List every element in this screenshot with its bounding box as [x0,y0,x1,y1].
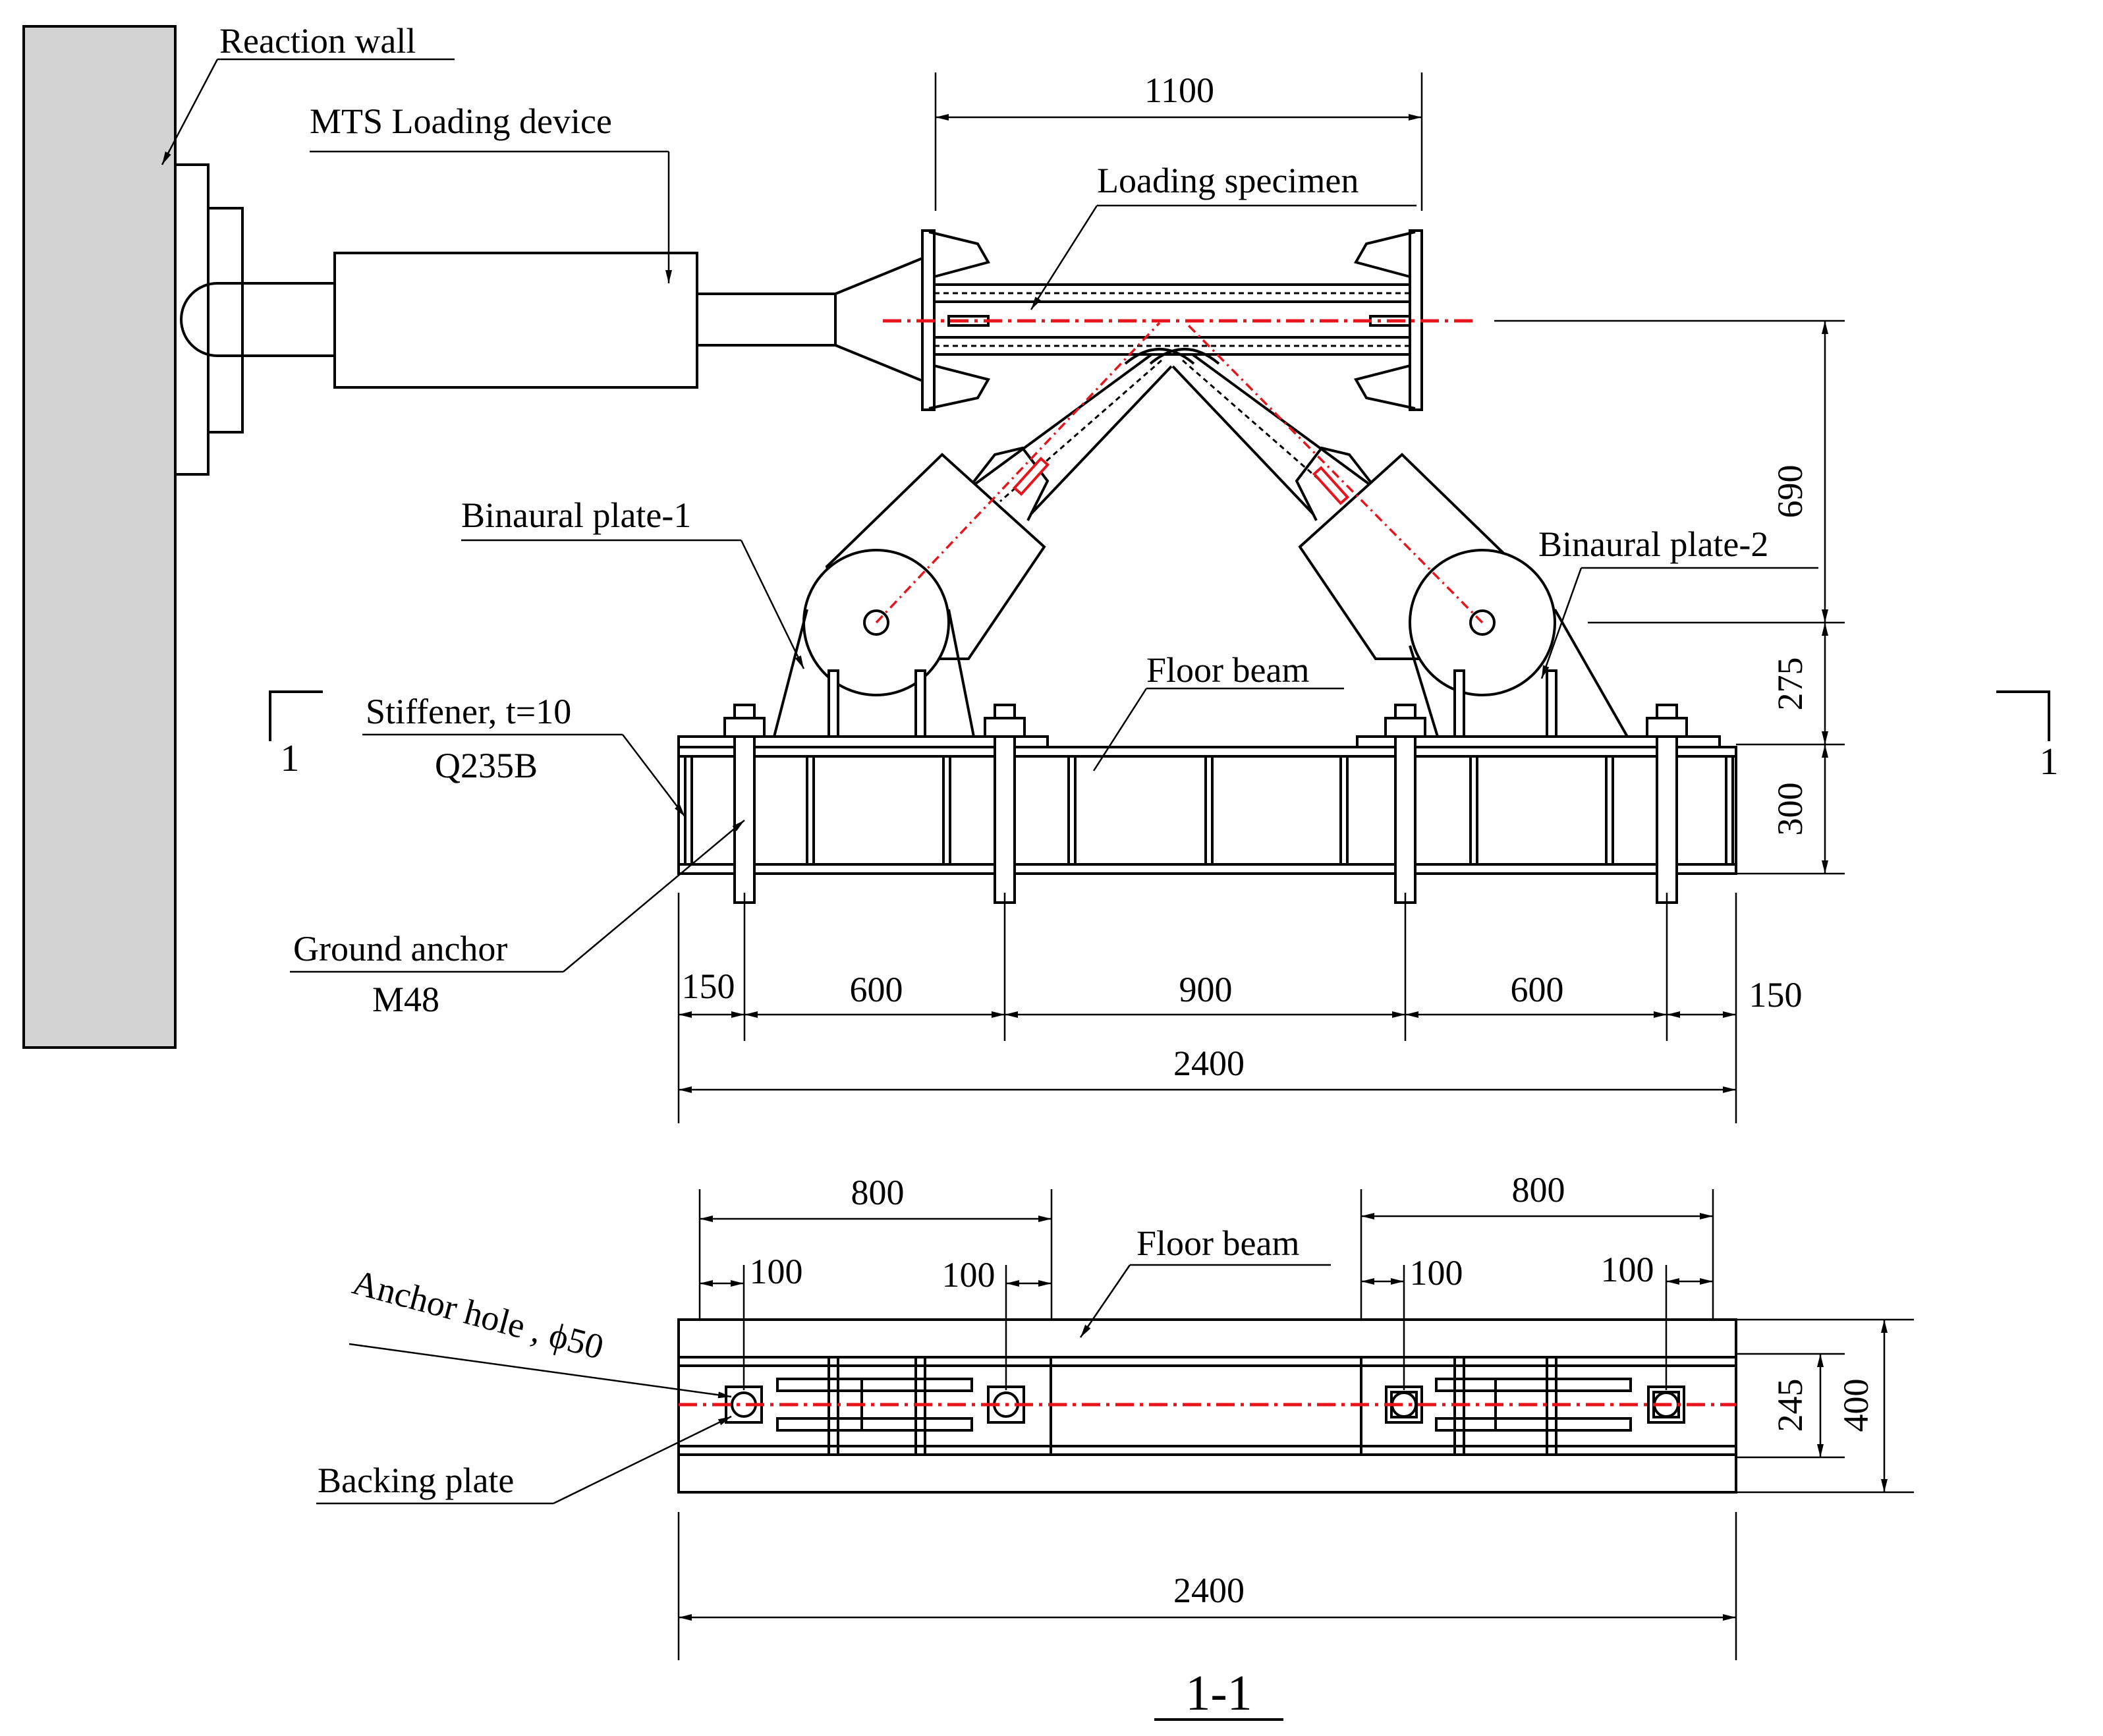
dim-plan-top: 800 800 100 100 100 100 [698,1170,1714,1390]
label-backing-plate: Backing plate [316,1415,732,1505]
dim-plan-side: 245 400 [1736,1318,1914,1494]
svg-text:690: 690 [1770,465,1810,518]
ground-anchors [723,704,1688,904]
svg-text:M48: M48 [372,980,439,1019]
section-title: 1-1 [1154,1666,1283,1721]
binaural-plate-2 [1185,322,1629,738]
label-specimen: Loading specimen [1030,161,1416,310]
svg-text:Floor beam: Floor beam [1136,1223,1299,1263]
svg-text:245: 245 [1770,1379,1810,1432]
svg-text:Q235B: Q235B [435,746,538,785]
binaural-plate-plan-right [1435,1357,1632,1455]
binaural-plate-1 [773,322,1161,738]
dim-elevation-spans: 150 600 900 600 150 2400 [677,893,1803,1123]
section-mark-left: 1 [269,690,323,779]
svg-text:Backing plate: Backing plate [318,1461,514,1500]
svg-text:100: 100 [1410,1253,1463,1293]
svg-text:Stiffener, t=10: Stiffener, t=10 [366,692,571,731]
svg-text:Reaction wall: Reaction wall [219,21,416,61]
dim-heights: 690 275 300 [1494,320,1845,875]
svg-text:150: 150 [1749,975,1803,1015]
label-stiffener: Stiffener, t=10 Q235B [362,692,686,818]
svg-text:900: 900 [1179,970,1233,1009]
svg-text:MTS Loading device: MTS Loading device [310,101,612,141]
svg-text:800: 800 [1512,1170,1565,1210]
brace-right [1149,348,1377,521]
stiffeners [684,755,1734,866]
svg-text:100: 100 [750,1252,803,1291]
label-binaural-1: Binaural plate-1 [461,495,805,669]
mts-loading-device [174,163,924,476]
section-mark-right: 1 [1996,690,2059,783]
label-ground-anchor: Ground anchor M48 [290,820,745,1019]
svg-text:Binaural plate-1: Binaural plate-1 [461,495,691,535]
svg-text:300: 300 [1770,783,1810,836]
svg-text:Loading specimen: Loading specimen [1097,161,1359,200]
label-anchor-hole: Anchor hole , ϕ50 [349,1262,732,1399]
dim-plan-total: 2400 [677,1512,1737,1660]
svg-text:2400: 2400 [1173,1571,1245,1610]
label-reaction-wall: Reaction wall [161,21,455,165]
label-floor-beam: Floor beam [1092,650,1344,771]
svg-text:1: 1 [2040,740,2059,783]
svg-text:600: 600 [1511,970,1564,1009]
dim-specimen-length: 1100 [934,70,1423,211]
label-floor-beam-plan: Floor beam [1079,1223,1331,1338]
svg-text:2400: 2400 [1173,1044,1245,1083]
reaction-wall [22,25,177,1049]
svg-text:800: 800 [851,1173,905,1212]
label-binaural-2: Binaural plate-2 [1538,524,1818,679]
floor-beam-elevation [677,704,1737,904]
svg-text:150: 150 [682,966,735,1006]
svg-text:1: 1 [281,737,300,779]
svg-text:Floor beam: Floor beam [1146,650,1309,690]
svg-text:100: 100 [942,1255,995,1295]
svg-text:1100: 1100 [1144,70,1214,110]
svg-text:1-1: 1-1 [1185,1666,1252,1721]
label-mts: MTS Loading device [310,101,672,283]
svg-text:Anchor hole , ϕ50: Anchor hole , ϕ50 [349,1262,608,1367]
svg-text:600: 600 [850,970,903,1009]
svg-text:100: 100 [1601,1250,1654,1289]
brace-left [967,348,1195,521]
svg-text:400: 400 [1836,1379,1876,1432]
svg-text:Binaural plate-2: Binaural plate-2 [1538,524,1768,564]
svg-text:Ground anchor: Ground anchor [293,929,507,968]
svg-text:275: 275 [1770,658,1810,711]
